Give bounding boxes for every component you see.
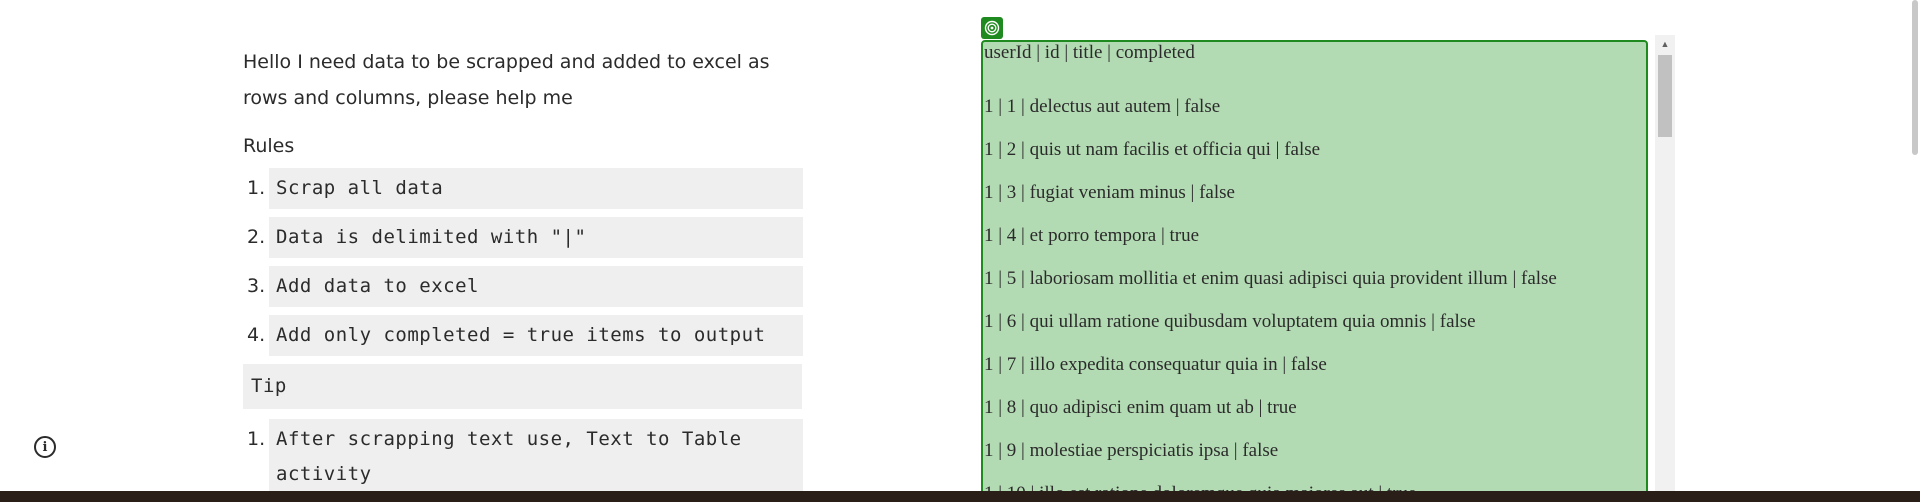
data-row: 1 | 2 | quis ut nam facilis et officia q… bbox=[984, 139, 1321, 160]
scrape-target-panel[interactable]: userId | id | title | completed 1 | 1 | … bbox=[981, 40, 1648, 502]
page-scroll-thumb[interactable] bbox=[1912, 0, 1918, 155]
data-row: 1 | 4 | et porro tempora | true bbox=[984, 225, 1200, 246]
page-scrollbar[interactable] bbox=[1910, 0, 1920, 502]
rule-number: 2. bbox=[247, 226, 266, 248]
tip-item: 1. After scrapping text use, Text to Tab… bbox=[243, 419, 803, 495]
panel-scroll-thumb[interactable] bbox=[1658, 55, 1672, 137]
panel-scrollbar[interactable]: ▲ bbox=[1655, 35, 1675, 502]
rule-item: 3. Add data to excel bbox=[243, 266, 803, 307]
rule-code: Scrap all data bbox=[269, 168, 803, 209]
data-row: 1 | 5 | laboriosam mollitia et enim quas… bbox=[984, 268, 1557, 289]
data-row: 1 | 9 | molestiae perspiciatis ipsa | fa… bbox=[984, 440, 1279, 461]
data-row: 1 | 3 | fugiat veniam minus | false bbox=[984, 182, 1235, 203]
rule-code: Add data to excel bbox=[269, 266, 803, 307]
rule-code: Add only completed = true items to outpu… bbox=[269, 315, 803, 356]
rules-list: 1. Scrap all data 2. Data is delimited w… bbox=[243, 168, 803, 356]
rule-number: 4. bbox=[247, 324, 266, 346]
instructions-section: Hello I need data to be scrapped and add… bbox=[243, 44, 803, 495]
data-row: 1 | 6 | qui ullam ratione quibusdam volu… bbox=[984, 311, 1476, 332]
info-icon[interactable]: i bbox=[34, 436, 56, 458]
tip-code: After scrapping text use, Text to Table … bbox=[269, 419, 803, 495]
target-icon[interactable] bbox=[981, 17, 1003, 39]
data-row: 1 | 1 | delectus aut autem | false bbox=[984, 96, 1221, 117]
scroll-up-arrow-icon[interactable]: ▲ bbox=[1660, 39, 1670, 49]
rule-code: Data is delimited with "|" bbox=[269, 217, 803, 258]
bottom-bar bbox=[0, 491, 1920, 502]
intro-text: Hello I need data to be scrapped and add… bbox=[243, 51, 770, 109]
rule-number: 3. bbox=[247, 275, 266, 297]
rule-item: 1. Scrap all data bbox=[243, 168, 803, 209]
data-row: 1 | 8 | quo adipisci enim quam ut ab | t… bbox=[984, 397, 1297, 418]
tip-number: 1. bbox=[247, 428, 266, 450]
rule-number: 1. bbox=[247, 177, 266, 199]
data-row: 1 | 7 | illo expedita consequatur quia i… bbox=[984, 354, 1327, 375]
target-icon-svg bbox=[984, 20, 1000, 36]
rule-item: 2. Data is delimited with "|" bbox=[243, 217, 803, 258]
tips-list: 1. After scrapping text use, Text to Tab… bbox=[243, 419, 803, 495]
rules-heading: Rules bbox=[243, 135, 295, 157]
rule-item: 4. Add only completed = true items to ou… bbox=[243, 315, 803, 356]
tip-label: Tip bbox=[243, 364, 802, 409]
data-header-row: userId | id | title | completed bbox=[984, 42, 1195, 63]
